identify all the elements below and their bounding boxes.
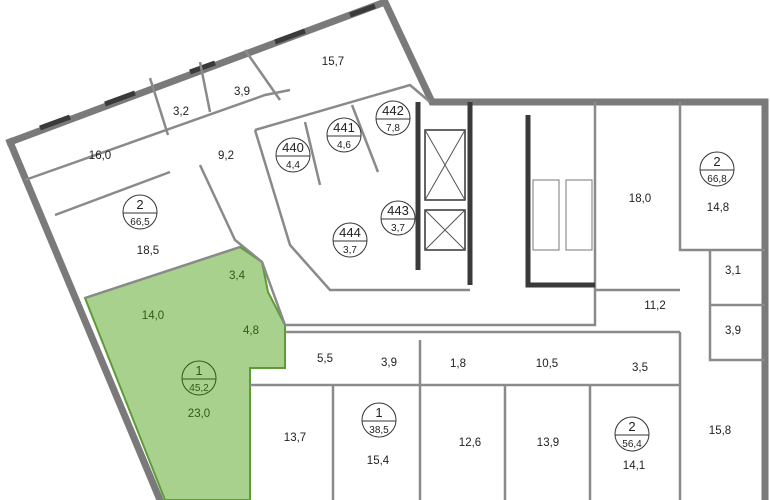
badge-area: 45,2 xyxy=(189,383,209,394)
room-area: 3,2 xyxy=(173,106,189,118)
badge-number: 440 xyxy=(282,140,304,155)
room-area: 15,4 xyxy=(367,455,390,467)
storage-badge[interactable]: 440 4,4 xyxy=(275,137,311,173)
badge-area: 4,6 xyxy=(337,140,351,151)
apartment-badge-selected[interactable]: 1 45,2 xyxy=(181,360,217,396)
badge-number: 444 xyxy=(339,225,361,240)
room-labels: 15,7 3,9 3,2 16,0 9,2 18,5 3,4 14,0 4,8 … xyxy=(89,56,741,472)
badge-rooms: 2 xyxy=(713,154,720,169)
storage-badge[interactable]: 441 4,6 xyxy=(326,117,362,153)
badge-rooms: 2 xyxy=(628,419,635,434)
badge-number: 442 xyxy=(382,103,404,118)
badge-area: 56,4 xyxy=(622,439,642,450)
badge-number: 443 xyxy=(387,203,409,218)
badge-area: 38,5 xyxy=(369,425,389,436)
badge-area: 4,4 xyxy=(286,160,300,171)
badge-area: 66,5 xyxy=(130,217,150,228)
room-area: 14,1 xyxy=(623,460,645,472)
badge-area: 7,8 xyxy=(386,123,400,134)
highlighted-apartment[interactable] xyxy=(83,245,286,500)
badge-area: 3,7 xyxy=(391,223,405,234)
room-area: 10,5 xyxy=(536,358,558,370)
room-area: 5,5 xyxy=(317,353,333,365)
room-area: 16,0 xyxy=(89,150,111,162)
apartment-badge[interactable]: 2 56,4 xyxy=(614,416,650,452)
room-area: 3,9 xyxy=(234,86,250,98)
room-area: 13,7 xyxy=(284,432,306,444)
room-area: 1,8 xyxy=(450,358,466,370)
apartment-badge[interactable]: 2 66,5 xyxy=(122,194,158,230)
room-area: 15,7 xyxy=(322,56,344,68)
storage-badge[interactable]: 444 3,7 xyxy=(332,222,368,258)
badge-rooms: 1 xyxy=(375,405,382,420)
storage-badge[interactable]: 442 7,8 xyxy=(375,100,411,136)
interior-walls xyxy=(24,49,765,500)
room-area: 3,9 xyxy=(381,357,397,369)
badge-number: 441 xyxy=(333,120,355,135)
room-area: 3,9 xyxy=(725,325,741,337)
outer-walls xyxy=(5,0,769,500)
room-area: 4,8 xyxy=(243,325,259,337)
room-area: 14,8 xyxy=(707,202,729,214)
apartment-badge[interactable]: 1 38,5 xyxy=(361,402,397,438)
room-area: 11,2 xyxy=(644,300,666,312)
room-area: 18,0 xyxy=(629,193,651,205)
badge-area: 66,8 xyxy=(707,174,727,185)
room-area: 3,5 xyxy=(632,362,648,374)
room-area: 23,0 xyxy=(188,408,210,420)
apartment-badge[interactable]: 2 66,8 xyxy=(699,151,735,187)
badge-rooms: 2 xyxy=(136,197,143,212)
badge-rooms: 1 xyxy=(195,363,202,378)
storage-badge[interactable]: 443 3,7 xyxy=(380,200,416,236)
room-area: 9,2 xyxy=(218,150,234,162)
badge-area: 3,7 xyxy=(343,245,357,256)
room-area: 18,5 xyxy=(137,245,159,257)
room-area: 12,6 xyxy=(459,437,481,449)
room-area: 13,9 xyxy=(537,437,559,449)
room-area: 3,4 xyxy=(229,270,246,282)
room-area: 14,0 xyxy=(142,310,164,322)
room-area: 3,1 xyxy=(725,265,741,277)
room-area: 15,8 xyxy=(709,425,731,437)
